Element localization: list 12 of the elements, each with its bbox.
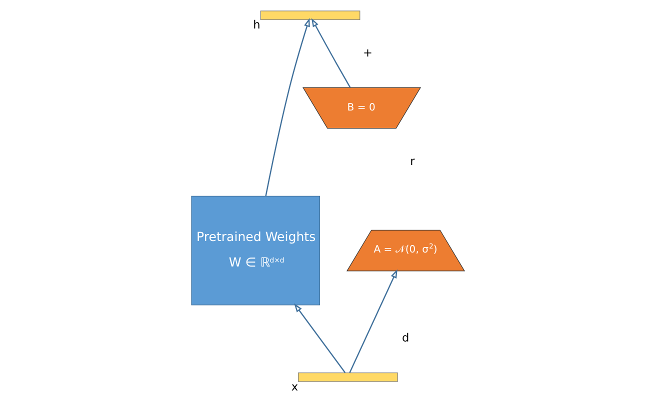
node-label: x: [291, 380, 298, 394]
node-label: h: [253, 18, 260, 32]
arrow: [294, 303, 346, 373]
node-bar: [298, 372, 398, 382]
arrow: [349, 269, 398, 373]
label: r: [410, 155, 415, 168]
arrow: [265, 18, 310, 196]
node-bar: [260, 10, 360, 20]
label: +: [363, 46, 372, 60]
label: d: [402, 332, 410, 345]
arrow: [311, 18, 351, 88]
node-box: Pretrained Weights W ∈ ℝ$^{d×d}$: [191, 196, 320, 306]
